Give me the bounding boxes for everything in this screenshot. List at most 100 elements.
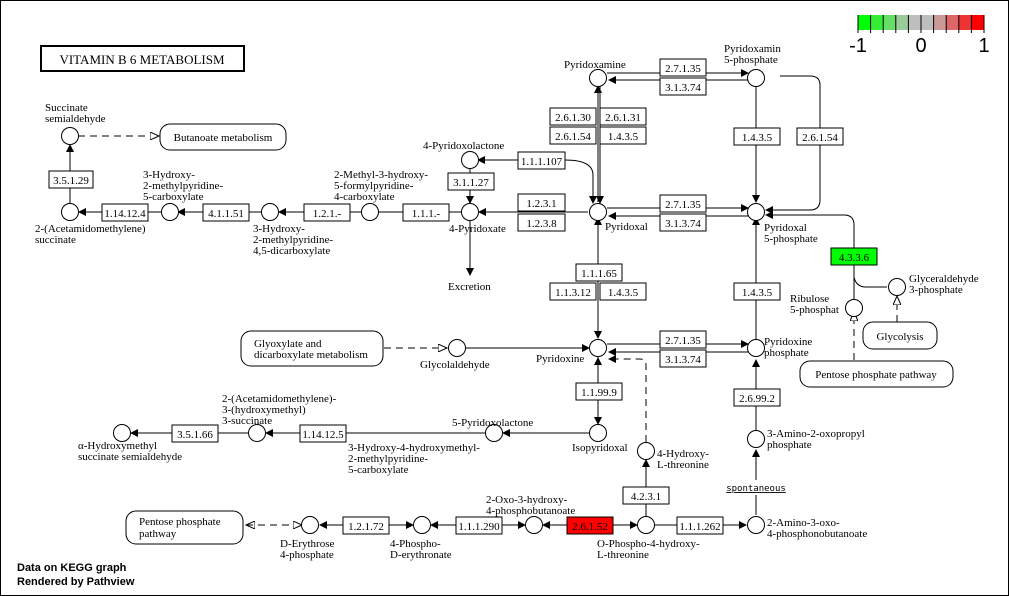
enzyme-box[interactable] [733,127,781,146]
enzyme-3-1-3-74[interactable]: 3.1.3.74 [659,77,707,96]
enzyme-box[interactable] [299,424,347,443]
enzyme-box[interactable] [599,126,647,145]
enzyme-box[interactable] [659,58,707,77]
enzyme-3-5-1-66[interactable]: 3.5.1.66 [171,424,219,443]
compound-pyridoxate[interactable]: 4-Pyridoxate [449,203,506,236]
enzyme-box[interactable] [171,424,219,443]
enzyme-1-1-1--x[interactable]: 1.1.1.- [402,203,450,222]
map-glyoxylate-metabolism[interactable]: Glyoxylate and dicarboxylate metabolism [240,330,384,367]
enzyme-2-6-1-31[interactable]: 2.6.1.31 [599,107,647,126]
compound-node[interactable] [448,339,466,357]
compound-node[interactable] [113,424,131,442]
enzyme-1-4-3-5[interactable]: 1.4.3.5 [599,126,647,145]
compound-node[interactable] [888,278,906,296]
compound-acet-hm-succ[interactable]: 2-(Acetamidomethylene)-3-(hydroxymethyl)… [222,393,337,442]
enzyme-box[interactable] [549,107,597,126]
enzyme-box[interactable] [733,388,781,407]
enzyme-box[interactable] [622,486,670,505]
compound-acet-succ[interactable]: 2-(Acetamidomethylene)succinate [35,203,146,247]
enzyme-1-1-1-65[interactable]: 1.1.1.65 [575,263,623,282]
compound-isopyridoxal[interactable]: Isopyridoxal [572,424,628,455]
enzyme-2-7-1-35[interactable]: 2.7.1.35 [659,194,707,213]
enzyme-1-1-1-107[interactable]: 1.1.1.107 [517,151,566,170]
enzyme-box[interactable] [659,330,707,349]
enzyme-2-6-1-52[interactable]: 2.6.1.52 [566,516,614,535]
enzyme-1-2-3-1[interactable]: 1.2.3.1 [517,193,566,212]
enzyme-box[interactable] [575,263,623,282]
compound-aopb[interactable]: 2-Amino-3-oxo-4-phosphonobutanoate [747,516,868,541]
compound-node[interactable] [845,299,863,317]
enzyme-box[interactable] [202,203,250,222]
compound-node[interactable] [413,516,431,534]
enzyme-box[interactable] [402,203,450,222]
enzyme-2-7-1-35[interactable]: 2.7.1.35 [659,330,707,349]
map-pentose-phosphate-right[interactable]: Pentose phosphate pathway [799,360,954,388]
enzyme-box[interactable] [303,203,351,222]
enzyme-1-4-3-5[interactable]: 1.4.3.5 [599,282,647,301]
compound-node[interactable] [747,203,765,221]
compound-node[interactable] [61,203,79,221]
enzyme-box[interactable] [549,282,597,301]
compound-node[interactable] [589,69,607,87]
enzyme-2-6-1-54[interactable]: 2.6.1.54 [549,126,597,145]
map-butanoate-metabolism[interactable]: Butanoate metabolism [159,123,287,151]
compound-hthr[interactable]: 4-Hydroxy-L-threonine [637,442,710,472]
enzyme-box[interactable] [517,213,566,232]
compound-node[interactable] [747,69,765,87]
enzyme-box[interactable] [48,170,94,189]
enzyme-box[interactable] [599,282,647,301]
enzyme-1-2-3-8[interactable]: 1.2.3.8 [517,213,566,232]
compound-hmpdc[interactable]: 3-Hydroxy-2-methylpyridine-4,5-dicarboxy… [253,203,333,258]
compound-node[interactable] [747,430,765,448]
enzyme-box[interactable] [455,516,503,535]
compound-pyridoxamine[interactable]: Pyridoxamine [564,59,626,87]
compound-pyridoxal[interactable]: Pyridoxal [589,203,648,234]
enzyme-3-1-3-74[interactable]: 3.1.3.74 [659,349,707,368]
enzyme-box[interactable] [517,193,566,212]
compound-hhmpc[interactable]: 3-Hydroxy-4-hydroxymethyl-2-methylpyridi… [348,442,480,476]
enzyme-2-6-1-54[interactable]: 2.6.1.54 [796,127,844,146]
compound-glycolaldehyde[interactable]: Glycolaldehyde [420,339,490,372]
map-pentose-phosphate-left[interactable]: Pentose phosphate pathway [125,510,244,545]
enzyme-box[interactable] [796,127,844,146]
compound-pyridoxolactone5[interactable]: 5-Pyridoxolactone [452,417,533,442]
enzyme-1-1-3-12[interactable]: 1.1.3.12 [549,282,597,301]
compound-node[interactable] [747,516,765,534]
enzyme-1-1-1-262[interactable]: 1.1.1.262 [676,516,724,535]
enzyme-1-2-1--x[interactable]: 1.2.1.- [303,203,351,222]
enzyme-1-14-12-5[interactable]: 1.14.12.5 [299,424,347,443]
enzyme-box[interactable] [733,282,781,301]
enzyme-box[interactable] [549,126,597,145]
enzyme-box[interactable] [101,203,149,222]
enzyme-4-2-3-1[interactable]: 4.2.3.1 [622,486,670,505]
compound-ophthr[interactable]: O-Phospho-4-hydroxy-L-threonine [597,516,700,562]
compound-node[interactable] [248,424,266,442]
compound-node[interactable] [637,516,655,534]
enzyme-box[interactable] [659,213,707,232]
compound-node[interactable] [589,424,607,442]
compound-node[interactable] [461,151,479,169]
enzyme-box[interactable] [517,151,566,170]
compound-node[interactable] [589,203,607,221]
enzyme-1-4-3-5[interactable]: 1.4.3.5 [733,127,781,146]
enzyme-1-1-1-290[interactable]: 1.1.1.290 [455,516,503,535]
map-glycolysis[interactable]: Glycolysis [862,321,938,350]
compound-node[interactable] [261,203,279,221]
enzyme-box[interactable] [342,516,390,535]
compound-ohpb[interactable]: 2-Oxo-3-hydroxy-4-phosphobutanoate [486,494,575,534]
enzyme-1-14-12-4[interactable]: 1.14.12.4 [101,203,149,222]
enzyme-4-1-1-51[interactable]: 4.1.1.51 [202,203,250,222]
compound-node[interactable] [161,203,179,221]
enzyme-box[interactable] [447,172,495,191]
compound-pyridoxine[interactable]: Pyridoxine [536,339,607,366]
enzyme-1-4-3-5[interactable]: 1.4.3.5 [733,282,781,301]
